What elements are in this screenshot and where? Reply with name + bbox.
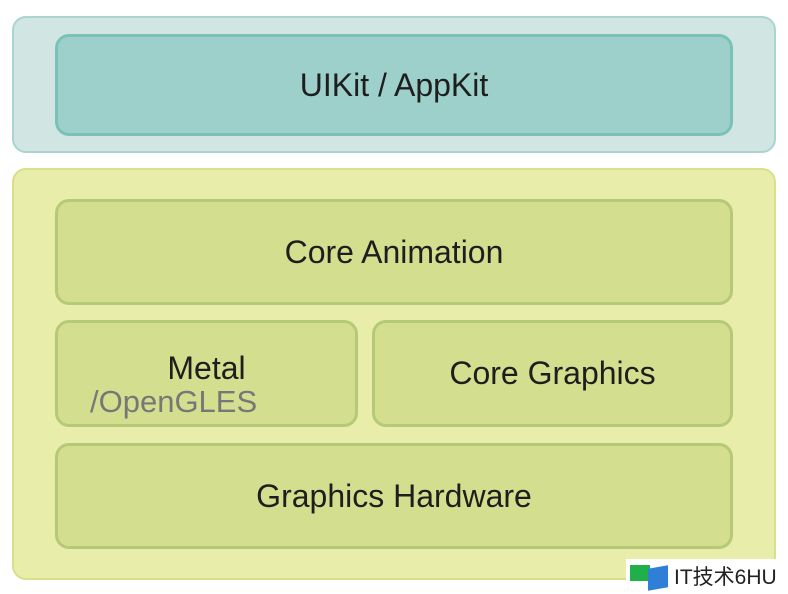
logo-icon xyxy=(630,563,670,589)
uikit-label: UIKit / AppKit xyxy=(299,66,489,103)
metal-label: Metal xyxy=(167,350,246,386)
uikit-appkit-box: UIKit / AppKit xyxy=(55,34,733,136)
core-graphics-label: Core Graphics xyxy=(449,355,656,391)
core-graphics-box: Core Graphics xyxy=(372,320,733,427)
watermark: IT技术6HU xyxy=(626,559,781,593)
graphics-hardware-box: Graphics Hardware xyxy=(55,443,733,549)
watermark-text: IT技术6HU xyxy=(674,566,777,589)
graphics-hardware-label: Graphics Hardware xyxy=(256,477,532,514)
core-animation-box: Core Animation xyxy=(55,199,733,305)
metal-box: Metal xyxy=(55,320,358,427)
opengles-label: /OpenGLES xyxy=(90,384,258,419)
core-animation-label: Core Animation xyxy=(284,233,504,270)
